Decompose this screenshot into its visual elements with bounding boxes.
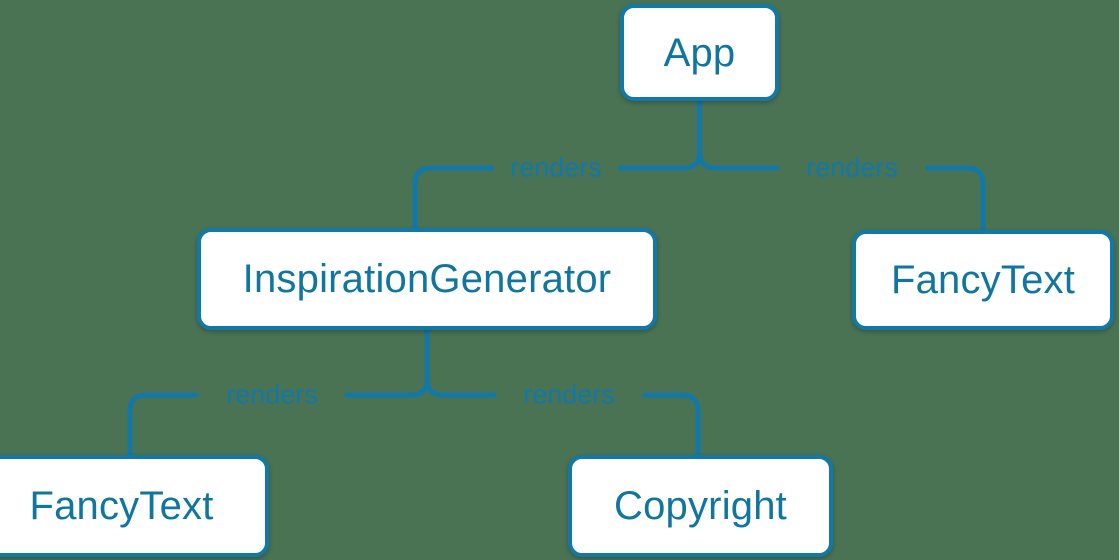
node-fancytext-right-label: FancyText	[890, 258, 1076, 302]
edge-app-stem	[680, 97, 702, 171]
edge-label-inspiration-to-fancytext-left: renders	[217, 381, 327, 409]
edge-inspiration-stem-right	[424, 376, 446, 398]
edge-label-inspiration-to-copyright: renders	[514, 381, 624, 409]
node-app-label: App	[663, 30, 736, 75]
node-inspiration-generator-label: InspirationGenerator	[242, 257, 612, 301]
node-copyright[interactable]: Copyright	[568, 455, 833, 557]
node-app[interactable]: App	[620, 4, 779, 101]
node-inspiration-generator[interactable]: InspirationGenerator	[197, 228, 657, 330]
node-fancytext-left-label: FancyText	[29, 484, 214, 528]
edge-inspiration-to-fancytext-left	[127, 392, 414, 458]
edge-app-to-fancytext-right	[713, 165, 986, 233]
node-fancytext-right[interactable]: FancyText	[852, 230, 1114, 330]
edge-app-stem-right	[697, 149, 719, 171]
edge-inspiration-stem	[408, 327, 430, 398]
edge-app-to-inspiration	[412, 165, 686, 231]
edge-label-app-to-fancytext-right: renders	[797, 154, 907, 182]
node-fancytext-left[interactable]: FancyText	[0, 455, 269, 557]
node-copyright-label: Copyright	[614, 484, 787, 528]
edge-inspiration-to-copyright	[440, 392, 701, 458]
edge-label-app-to-inspiration: renders	[501, 154, 611, 182]
